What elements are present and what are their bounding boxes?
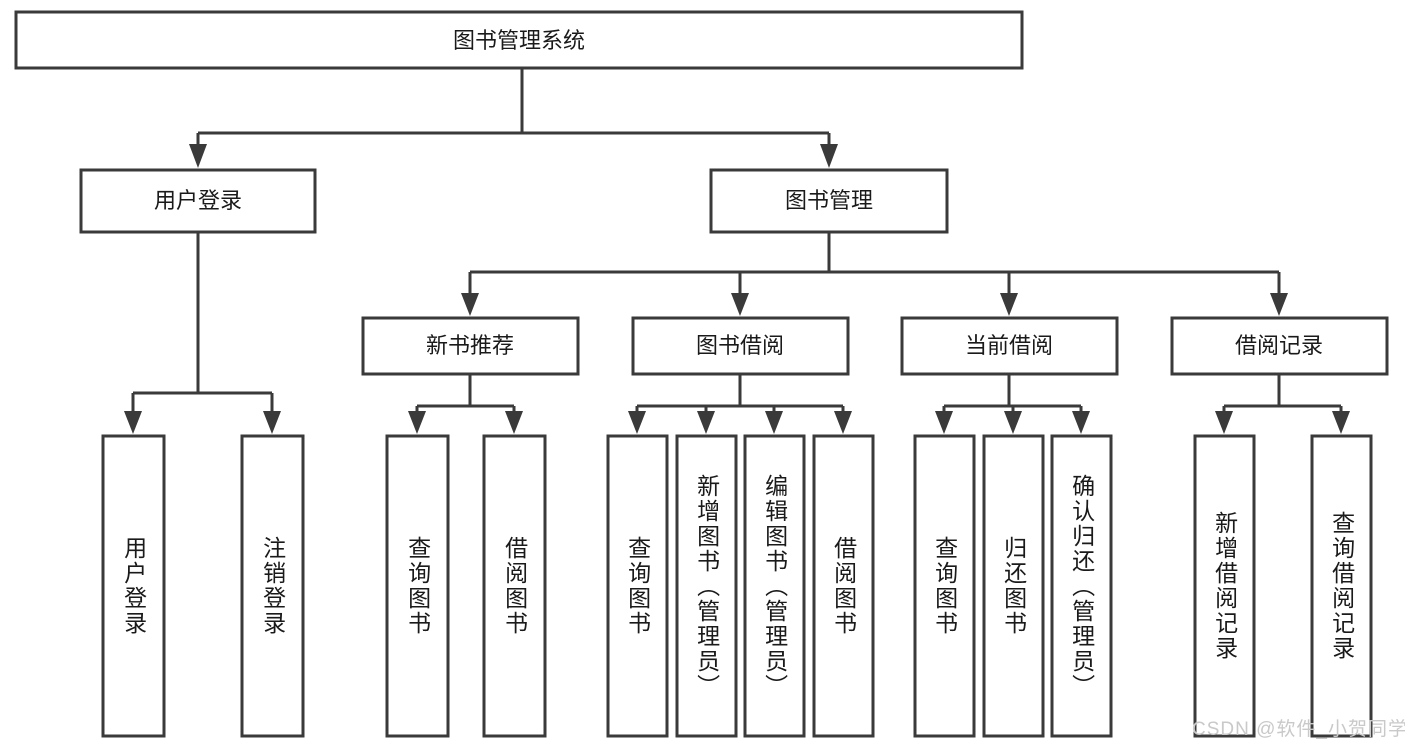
node-new-book-recommend-rect[interactable]	[361, 316, 580, 376]
leaf-rect-bw-query-book[interactable]	[606, 434, 669, 738]
leaf-rect-nb-borrow-book[interactable]	[482, 434, 547, 738]
edges-root-to-level2	[189, 68, 838, 168]
edges-book-mgmt-to-level3	[461, 232, 1288, 316]
arrowhead-cr-query	[935, 411, 953, 434]
node-new-book-recommend[interactable]: 新书推荐	[361, 316, 580, 376]
node-borrow-record[interactable]: 借阅记录	[1170, 316, 1389, 376]
arrowhead-leaf-logout	[263, 411, 281, 434]
leaf-rect-bw-borrow-book[interactable]	[812, 434, 875, 738]
leaf-rect-bw-add-book[interactable]	[675, 434, 738, 738]
arrowhead-cr-confirm	[1072, 411, 1090, 434]
arrowhead-user-login	[189, 144, 207, 168]
node-book-borrow-label: 图书借阅	[696, 333, 784, 358]
leaf-rect-rc-query-record[interactable]	[1310, 434, 1373, 738]
leaf-rect-cr-query-book[interactable]	[913, 434, 976, 738]
arrowhead-rc-query	[1332, 411, 1350, 434]
arrowhead-bw-edit	[765, 411, 783, 434]
arrowhead-nb-query	[408, 411, 426, 434]
node-book-management-label: 图书管理	[785, 188, 873, 213]
leaf-rect-nb-query-book[interactable]	[385, 434, 450, 738]
arrowhead-rc-add	[1215, 411, 1233, 434]
arrowhead-borrow	[731, 293, 749, 316]
arrowhead-book-mgmt	[820, 144, 838, 168]
leaf-rect-bw-edit-book[interactable]	[743, 434, 806, 738]
arrowhead-bw-borrow	[834, 411, 852, 434]
leaf-rect-cr-confirm-return[interactable]	[1050, 434, 1113, 738]
arrowhead-record	[1270, 293, 1288, 316]
arrowhead-current	[1000, 293, 1018, 316]
node-current-borrow[interactable]: 当前借阅	[900, 316, 1119, 376]
node-borrow-record-rect[interactable]	[1170, 316, 1389, 376]
node-borrow-record-label: 借阅记录	[1235, 333, 1323, 358]
leaf-node-rects	[101, 434, 1373, 738]
arrowhead-leaf-userlogin	[124, 411, 142, 434]
edges-new-book-to-leaves	[408, 374, 523, 434]
edges-current-to-leaves	[935, 374, 1090, 434]
leaf-rect-user-login[interactable]	[101, 434, 166, 738]
arrowhead-nb-borrow	[505, 411, 523, 434]
node-current-borrow-rect[interactable]	[900, 316, 1119, 376]
edges-record-to-leaves	[1215, 374, 1350, 434]
node-book-management[interactable]: 图书管理	[709, 168, 949, 234]
arrowhead-new-book	[461, 293, 479, 316]
arrowhead-bw-query	[628, 411, 646, 434]
node-book-borrow[interactable]: 图书借阅	[631, 316, 850, 376]
arrowhead-cr-return	[1004, 411, 1022, 434]
node-root-label: 图书管理系统	[453, 28, 585, 53]
edges-user-login-to-leaves	[124, 232, 281, 434]
node-root-rect[interactable]	[14, 10, 1024, 70]
leaf-rect-logout[interactable]	[240, 434, 305, 738]
leaf-rect-cr-return-book[interactable]	[982, 434, 1045, 738]
node-root[interactable]: 图书管理系统	[14, 10, 1024, 70]
arrowhead-bw-add	[697, 411, 715, 434]
node-user-login-label: 用户登录	[154, 188, 242, 213]
leaf-rect-rc-add-record[interactable]	[1193, 434, 1256, 738]
edges-borrow-to-leaves	[628, 374, 852, 434]
node-user-login[interactable]: 用户登录	[79, 168, 317, 234]
node-book-borrow-rect[interactable]	[631, 316, 850, 376]
node-user-login-rect[interactable]	[79, 168, 317, 234]
node-new-book-recommend-label: 新书推荐	[426, 333, 514, 358]
node-book-management-rect[interactable]	[709, 168, 949, 234]
node-current-borrow-label: 当前借阅	[965, 333, 1053, 358]
csdn-watermark: CSDN @软件_小贺同学	[1192, 719, 1405, 740]
